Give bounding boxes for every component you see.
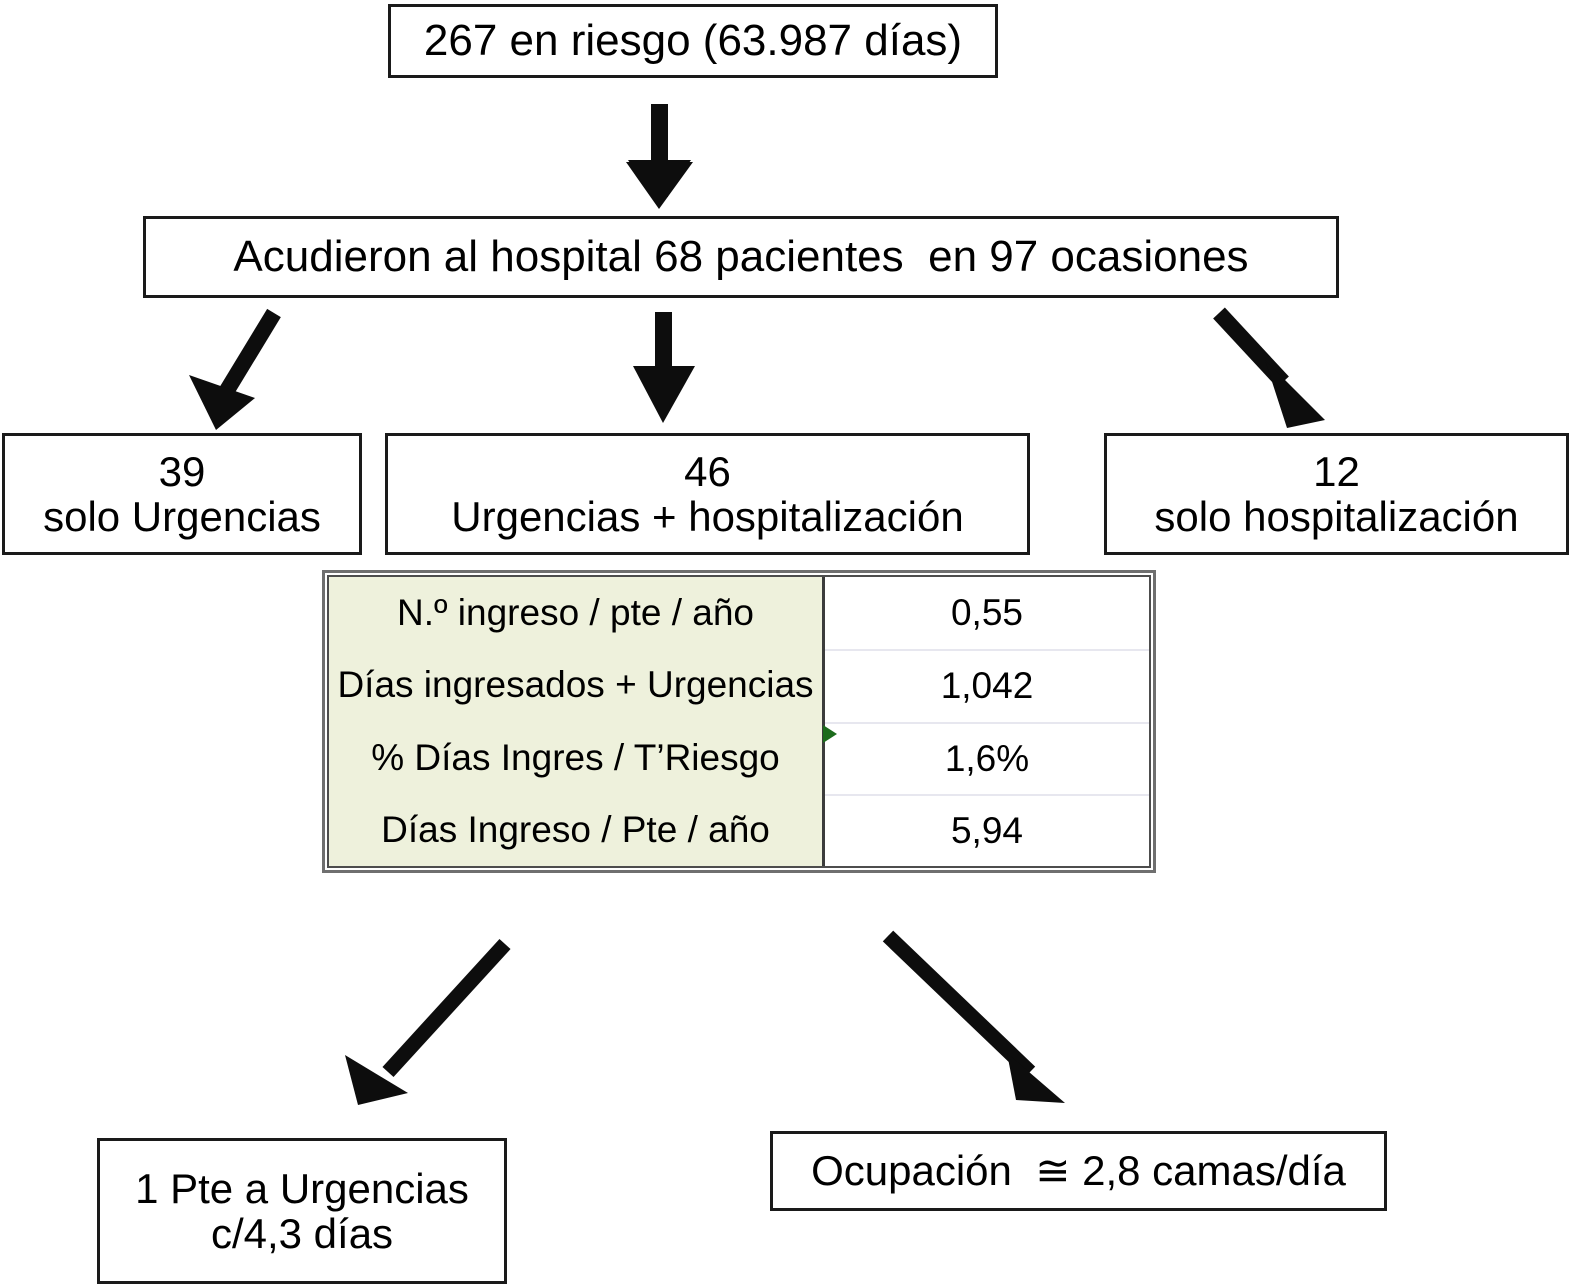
node-hospitalization-only-label: solo hospitalización: [1154, 493, 1519, 540]
node-hospital-visits: Acudieron al hospital 68 pacientes en 97…: [143, 216, 1339, 298]
arrow-visits-to-er-hosp: [633, 312, 695, 423]
metric-label: N.º ingreso / pte / año: [329, 577, 825, 650]
arrow-visits-to-hosp-only: [1213, 307, 1325, 428]
node-patients-at-risk-line1: 267 en riesgo (63.987 días): [423, 16, 963, 66]
metric-label: Días Ingreso / Pte / año: [329, 793, 825, 866]
node-hospitalization-only-count: 12: [1313, 447, 1360, 495]
node-patients-at-risk: 267 en riesgo (63.987 días): [388, 4, 998, 78]
node-hospitalization-only: 12 solo hospitalización: [1104, 433, 1569, 555]
node-emergency-visit-rate-line1: 1 Pte a Urgencias: [135, 1164, 469, 1212]
table-row: % Días Ingres / T’Riesgo 1,6%: [329, 721, 1149, 794]
table-row: Días ingresados + Urgencias 1,042: [329, 649, 1149, 722]
node-emergency-plus-hospitalization-count: 46: [684, 447, 731, 495]
metric-value: 1,042: [825, 649, 1149, 722]
arrow-visits-to-er-only: [189, 308, 281, 430]
table-row: Días Ingreso / Pte / año 5,94: [329, 793, 1149, 866]
arrow-risk-to-visits: [626, 104, 693, 209]
metric-value: 0,55: [825, 577, 1149, 650]
node-bed-occupancy-line1: Ocupación ≅ 2,8 camas/día: [811, 1147, 1346, 1195]
metric-value: 5,94: [825, 793, 1149, 866]
node-bed-occupancy: Ocupación ≅ 2,8 camas/día: [770, 1131, 1387, 1211]
arrow-table-to-occupancy: [882, 930, 1065, 1103]
green-triangle-marker-icon: [823, 725, 837, 743]
arrow-table-to-er-rate: [345, 938, 511, 1105]
node-emergency-only: 39 solo Urgencias: [2, 433, 362, 555]
metrics-table-body: N.º ingreso / pte / año 0,55 Días ingres…: [327, 575, 1151, 868]
table-row: N.º ingreso / pte / año 0,55: [329, 577, 1149, 650]
metric-label: Días ingresados + Urgencias: [329, 649, 825, 722]
node-emergency-only-label: solo Urgencias: [43, 493, 321, 540]
node-emergency-plus-hospitalization-label: Urgencias + hospitalización: [451, 493, 964, 540]
node-emergency-plus-hospitalization: 46 Urgencias + hospitalización: [385, 433, 1030, 555]
metrics-table: N.º ingreso / pte / año 0,55 Días ingres…: [322, 570, 1156, 873]
node-emergency-only-count: 39: [158, 447, 206, 495]
node-emergency-visit-rate-line2: c/4,3 días: [210, 1210, 394, 1257]
node-hospital-visits-line1: Acudieron al hospital 68 pacientes en 97…: [233, 232, 1249, 282]
metric-label: % Días Ingres / T’Riesgo: [329, 721, 825, 794]
node-emergency-visit-rate: 1 Pte a Urgencias c/4,3 días: [97, 1138, 507, 1284]
metric-value: 1,6%: [825, 721, 1149, 794]
